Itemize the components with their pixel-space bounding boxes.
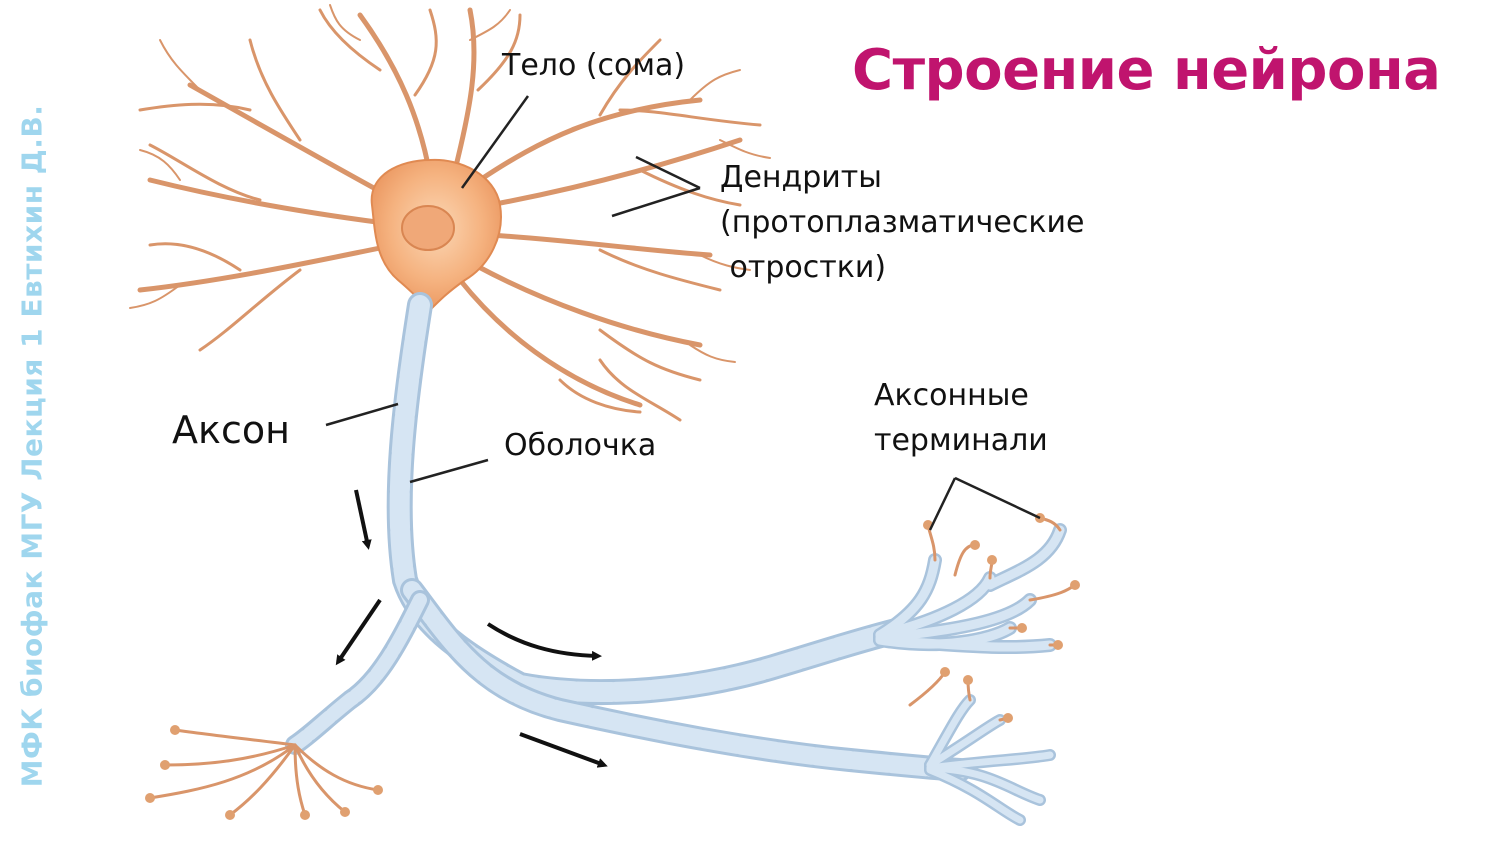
- watermark: МФК биофак МГУ Лекция 1 Евтихин Д.В.: [15, 104, 49, 788]
- lower-terminals: [908, 667, 1056, 826]
- collateral-terminals: [145, 725, 383, 820]
- arrow-right-icon: [486, 622, 602, 661]
- label-terminals-line1: Аксонные: [874, 378, 1029, 413]
- label-dendrites-line3: отростки): [720, 250, 887, 285]
- slide-title: Строение нейрона: [852, 38, 1441, 103]
- arrow-down-left-icon: [335, 598, 382, 666]
- label-axon: Аксон: [172, 408, 290, 452]
- upper-terminals: [873, 513, 1080, 655]
- signal-arrows: [335, 489, 608, 768]
- dendrites: [129, 4, 771, 422]
- axon: [285, 292, 972, 782]
- label-sheath: Оболочка: [504, 428, 657, 463]
- label-terminals-line2: терминали: [874, 423, 1048, 458]
- soma-leader: [460, 95, 530, 189]
- terminal-leader-2: [954, 476, 1041, 520]
- soma: [370, 158, 502, 312]
- dendrite-leader-2: [611, 186, 701, 218]
- leader-lines: [325, 95, 1041, 531]
- label-dendrites-line2: (протоплазматические: [720, 205, 1085, 240]
- terminal-leader-1: [928, 477, 957, 531]
- label-dendrites-line1: Дендриты: [720, 160, 882, 195]
- sheath-leader: [409, 458, 489, 484]
- axon-leader: [325, 402, 399, 427]
- nucleus: [401, 205, 455, 251]
- label-soma: Тело (сома): [502, 48, 686, 83]
- arrow-down-right-icon: [519, 732, 608, 768]
- dendrite-leader-1: [635, 155, 701, 190]
- arrow-down-icon: [354, 489, 372, 550]
